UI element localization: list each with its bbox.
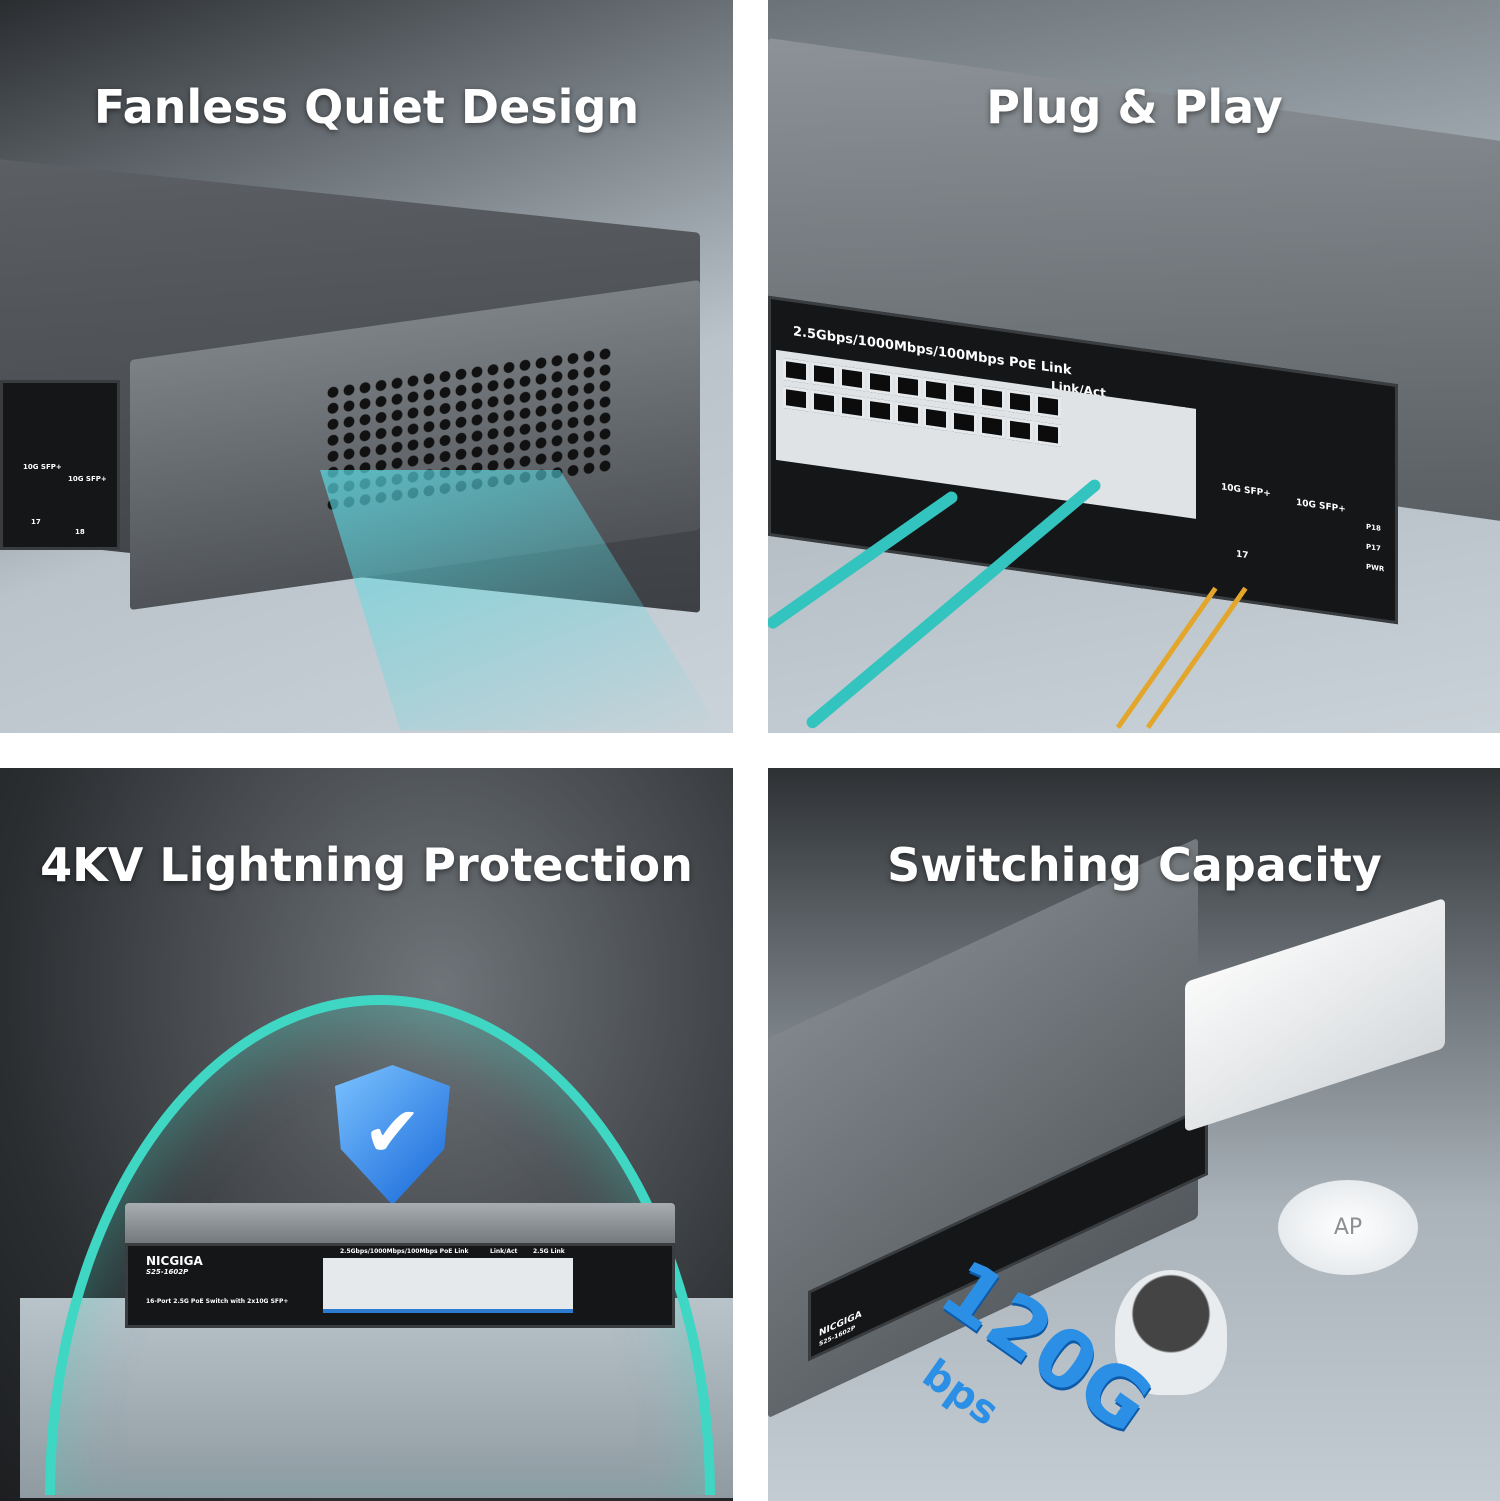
- fiber-cable: [1145, 586, 1248, 729]
- ports-label: 2.5Gbps/1000Mbps/100Mbps PoE Link: [340, 1248, 469, 1255]
- panel-plug-and-play: 2.5Gbps/1000Mbps/100Mbps PoE Link Link/A…: [768, 0, 1500, 733]
- panel-title: Fanless Quiet Design: [93, 80, 640, 134]
- rj45-port-block: [323, 1258, 573, 1313]
- led-label: PWR: [1366, 562, 1385, 574]
- sfp-label: 10G SFP+: [1296, 497, 1346, 515]
- ap-label: AP: [1333, 1215, 1363, 1240]
- panel-title: Plug & Play: [986, 80, 1283, 134]
- sfp-label: 10G SFP+: [23, 463, 62, 471]
- panel-title: 4KV Lightning Protection: [40, 838, 693, 892]
- sfp-label: 10G SFP+: [68, 475, 107, 483]
- led-label: P17: [1366, 542, 1381, 553]
- rj45-port-block: [776, 349, 1196, 519]
- model-number: S25-1602P: [146, 1268, 189, 1276]
- dome-camera: [1115, 1270, 1227, 1395]
- product-description: 16-Port 2.5G PoE Switch with 2x10G SFP+: [146, 1298, 289, 1305]
- brand-logo: NICGIGA: [146, 1254, 203, 1268]
- link-25-legend: 2.5G Link: [533, 1248, 565, 1255]
- port-label: 17: [31, 518, 41, 526]
- sfp-label: 10G SFP+: [1221, 482, 1271, 500]
- port-label: 17: [1236, 549, 1249, 562]
- panel-title: Switching Capacity: [887, 838, 1382, 892]
- access-point: AP: [1278, 1180, 1418, 1275]
- port-label: 18: [75, 528, 85, 536]
- panel-lightning: ✔ NICGIGA S25-1602P 16-Port 2.5G PoE Swi…: [0, 768, 733, 1501]
- link-act-legend: Link/Act: [490, 1248, 518, 1255]
- panel-fanless: 10G SFP+ 10G SFP+ 17 18 Fanless Quiet De…: [0, 0, 733, 733]
- led-label: P18: [1366, 522, 1381, 533]
- fiber-cable: [1115, 586, 1218, 729]
- switch-front: 10G SFP+ 10G SFP+ 17 18: [0, 380, 120, 550]
- switch-top: [125, 1203, 675, 1248]
- switch-front: NICGIGA S25-1602P 16-Port 2.5G PoE Switc…: [125, 1243, 675, 1328]
